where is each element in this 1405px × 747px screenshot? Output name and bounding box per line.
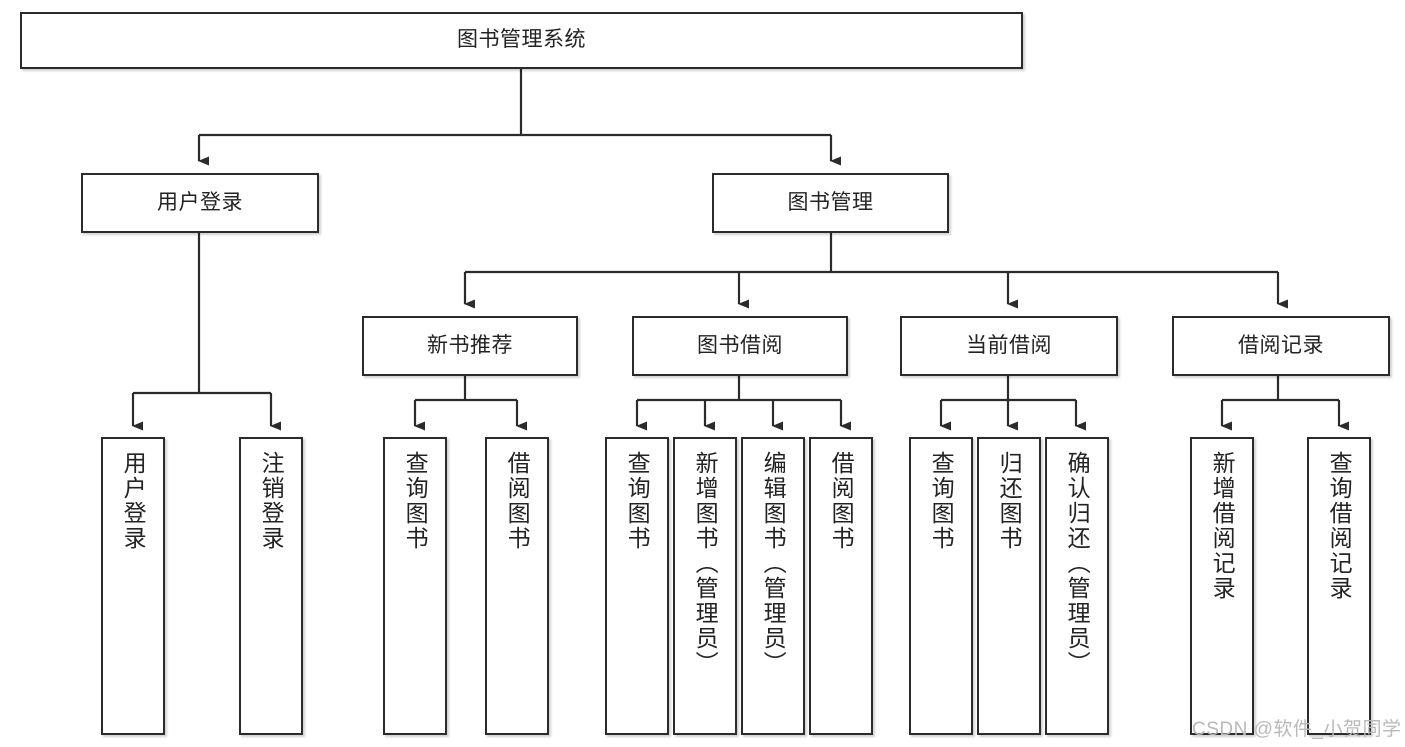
node-label: 借阅记录 [1238, 333, 1324, 357]
node-label: 借阅图书 [504, 451, 531, 551]
node-label: 查询图书 [402, 451, 429, 551]
leaf-borrow-edit-book-admin[interactable]: 编辑图书（管理员） [741, 437, 805, 735]
node-label: 新增借阅记录 [1209, 451, 1236, 601]
leaf-new-book-query[interactable]: 查询图书 [383, 437, 447, 735]
leaf-current-confirm-return-admin[interactable]: 确认归还（管理员） [1045, 437, 1109, 735]
node-new-book-recommend[interactable]: 新书推荐 [362, 316, 578, 376]
node-label: 新增图书（管理员） [692, 451, 719, 676]
leaf-borrow-borrow-book[interactable]: 借阅图书 [809, 437, 873, 735]
node-book-borrow[interactable]: 图书借阅 [632, 316, 848, 376]
node-label: 当前借阅 [966, 333, 1052, 357]
leaf-new-book-borrow[interactable]: 借阅图书 [485, 437, 549, 735]
node-user-login[interactable]: 用户登录 [81, 173, 319, 233]
node-label: 查询图书 [928, 451, 955, 551]
csdn-watermark: CSDN @软件_小贺同学 [1192, 719, 1402, 740]
leaf-current-query-book[interactable]: 查询图书 [909, 437, 973, 735]
leaf-borrow-add-book-admin[interactable]: 新增图书（管理员） [673, 437, 737, 735]
node-root-book-management-system[interactable]: 图书管理系统 [20, 12, 1023, 69]
leaf-user-login-signout[interactable]: 注销登录 [239, 437, 303, 735]
node-label: 查询图书 [624, 451, 651, 551]
node-label: 新书推荐 [427, 333, 513, 357]
node-label: 用户登录 [120, 451, 147, 551]
node-label: 借阅图书 [828, 451, 855, 551]
leaf-borrow-query-book[interactable]: 查询图书 [605, 437, 669, 735]
node-label: 归还图书 [996, 451, 1023, 551]
node-borrow-records[interactable]: 借阅记录 [1172, 316, 1390, 376]
leaf-records-add-record[interactable]: 新增借阅记录 [1190, 437, 1254, 735]
node-label: 编辑图书（管理员） [760, 451, 787, 676]
node-label: 确认归还（管理员） [1064, 451, 1091, 676]
leaf-current-return-book[interactable]: 归还图书 [977, 437, 1041, 735]
node-label: 图书借阅 [697, 333, 783, 357]
leaf-records-query-record[interactable]: 查询借阅记录 [1307, 437, 1371, 735]
node-book-management[interactable]: 图书管理 [712, 173, 949, 233]
node-label: 用户登录 [157, 190, 243, 214]
node-label: 图书管理 [787, 190, 874, 214]
node-label: 图书管理系统 [457, 28, 586, 52]
leaf-user-login-signin[interactable]: 用户登录 [101, 437, 165, 735]
node-label: 注销登录 [258, 451, 285, 551]
node-current-borrow[interactable]: 当前借阅 [900, 316, 1118, 376]
node-label: 查询借阅记录 [1326, 451, 1353, 601]
